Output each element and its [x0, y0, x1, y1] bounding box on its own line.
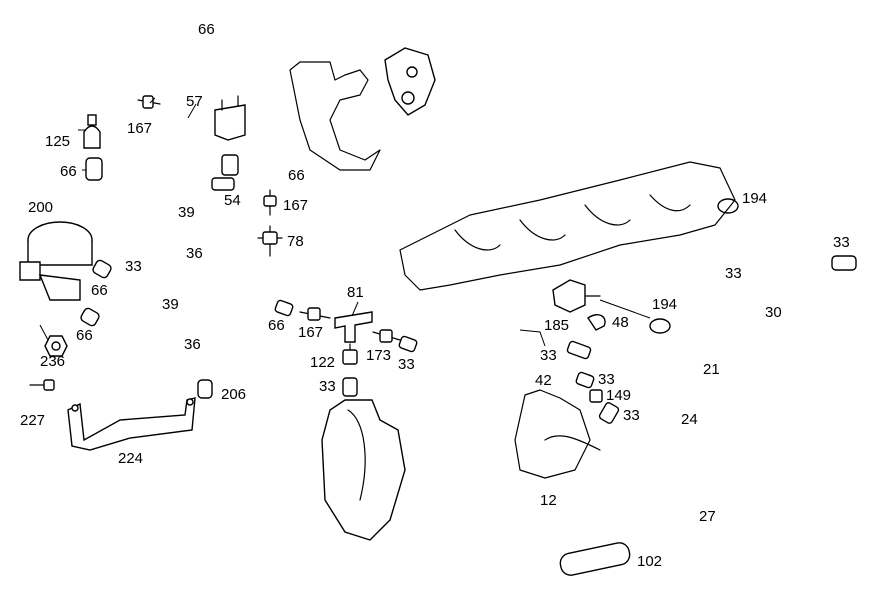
callout-227: 227	[20, 412, 45, 429]
callout-54: 54	[224, 192, 241, 209]
callout-36: 36	[186, 245, 203, 262]
callout-194: 194	[652, 296, 677, 313]
bracket-224	[67, 397, 196, 451]
hose-33-right	[677, 211, 773, 333]
callout-36: 36	[184, 336, 201, 353]
check-valve-167-upper	[137, 95, 161, 109]
callout-33: 33	[398, 356, 415, 373]
rubber-mount-206	[197, 379, 213, 399]
callout-81: 81	[347, 284, 364, 301]
check-valve-173	[372, 329, 401, 343]
hose-39-lower	[117, 282, 273, 303]
callout-194: 194	[742, 190, 767, 207]
callout-33: 33	[833, 234, 850, 251]
callout-167: 167	[127, 120, 152, 137]
valve-125	[83, 114, 101, 149]
leader-lines	[39, 97, 651, 347]
tube-102	[559, 542, 631, 576]
hose-33-left	[92, 192, 133, 248]
callout-66: 66	[268, 317, 285, 334]
callout-66: 66	[60, 163, 77, 180]
callout-125: 125	[45, 133, 70, 150]
hose-21	[602, 349, 846, 368]
check-valve-167-mid	[263, 189, 277, 216]
hose-66-vertical	[223, 62, 275, 188]
callout-78: 78	[287, 233, 304, 250]
callout-66: 66	[288, 167, 305, 184]
callout-206: 206	[221, 386, 246, 403]
tee-81	[334, 311, 373, 343]
nut-236	[44, 335, 68, 357]
callout-42: 42	[535, 372, 552, 389]
callout-27: 27	[699, 508, 716, 525]
callout-224: 224	[118, 450, 143, 467]
vacuum-reservoir-200	[19, 221, 93, 301]
callout-57: 57	[186, 93, 203, 110]
air-duct-top	[289, 61, 381, 171]
hose-24	[637, 399, 838, 455]
callout-21: 21	[703, 361, 720, 378]
intake-manifold	[399, 161, 736, 291]
actuator-assembly-right	[514, 389, 601, 479]
callout-122: 122	[310, 354, 335, 371]
callout-149: 149	[606, 387, 631, 404]
callout-33: 33	[598, 371, 615, 388]
vacuum-pump-top-right	[384, 47, 436, 116]
check-valve-149	[589, 389, 603, 403]
callout-167: 167	[298, 324, 323, 341]
callout-12: 12	[540, 492, 557, 509]
vacuum-control-unit-center	[321, 399, 406, 541]
tee-78	[257, 225, 283, 257]
callout-labels: 66 57 167 125 66 66 54 167 200 39 78 36 …	[20, 21, 850, 570]
callout-185: 185	[544, 317, 569, 334]
check-valve-167-lower	[299, 307, 331, 321]
callout-173: 173	[366, 347, 391, 364]
screw-227	[29, 379, 55, 391]
callout-167: 167	[283, 197, 308, 214]
callout-33: 33	[125, 258, 142, 275]
callout-66: 66	[198, 21, 215, 38]
callout-200: 200	[28, 199, 53, 216]
valve-185	[552, 279, 601, 313]
callout-66: 66	[76, 327, 93, 344]
callout-30: 30	[765, 304, 782, 321]
callout-236: 236	[40, 353, 65, 370]
hose-36-upper	[127, 247, 248, 272]
callout-48: 48	[612, 314, 629, 331]
sleeve-parts	[80, 154, 857, 424]
callout-33: 33	[540, 347, 557, 364]
callout-39: 39	[178, 204, 195, 221]
restrictor-122	[342, 343, 358, 365]
hose-66-top	[115, 8, 393, 93]
callout-66: 66	[91, 282, 108, 299]
callout-24: 24	[681, 411, 698, 428]
hose-30	[607, 261, 828, 347]
callout-33: 33	[725, 265, 742, 282]
hose-39-upper	[145, 185, 208, 245]
hose-42	[557, 372, 593, 402]
hose-36-lower	[102, 267, 273, 343]
callout-39: 39	[162, 296, 179, 313]
fitting-48	[587, 314, 606, 331]
hose-27	[417, 345, 833, 531]
switchover-valve-57	[214, 95, 246, 141]
callout-102: 102	[637, 553, 662, 570]
hose-57	[172, 111, 203, 128]
callout-33: 33	[623, 407, 640, 424]
callout-33: 33	[319, 378, 336, 395]
